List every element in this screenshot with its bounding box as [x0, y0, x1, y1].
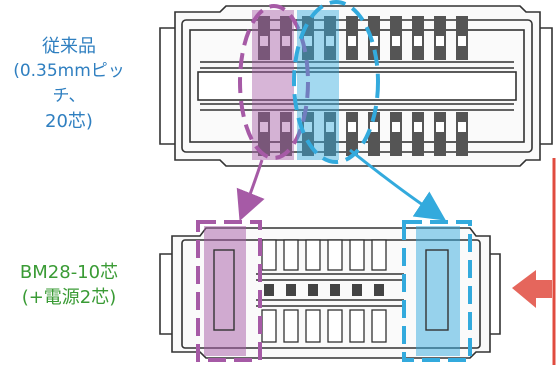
legacy-label-line3: 20芯)	[45, 111, 93, 132]
new-label-line1: BM28-10芯	[19, 262, 119, 283]
new-label-line2: (+電源2芯)	[21, 287, 117, 308]
legacy-purple-highlight	[238, 4, 310, 160]
new-connector-label: BM28-10芯 (+電源2芯)	[0, 260, 138, 310]
legacy-contact-windows	[260, 36, 466, 132]
new-center-pins	[264, 284, 384, 296]
legacy-cyan-highlight	[292, 0, 380, 164]
new-purple-power-block	[196, 220, 262, 362]
red-insert-arrow	[512, 158, 556, 365]
legacy-label-line1: 従来品	[42, 36, 96, 57]
purple-arrow	[236, 159, 265, 222]
legacy-label-line2: (0.35mmピッチ、	[13, 61, 125, 106]
new-bottom-contacts	[261, 309, 387, 343]
legacy-connector-label: 従来品 (0.35mmピッチ、 20芯)	[0, 34, 138, 134]
new-cyan-power-block	[402, 220, 472, 362]
cyan-arrow	[349, 148, 446, 221]
new-top-contacts	[261, 239, 387, 271]
